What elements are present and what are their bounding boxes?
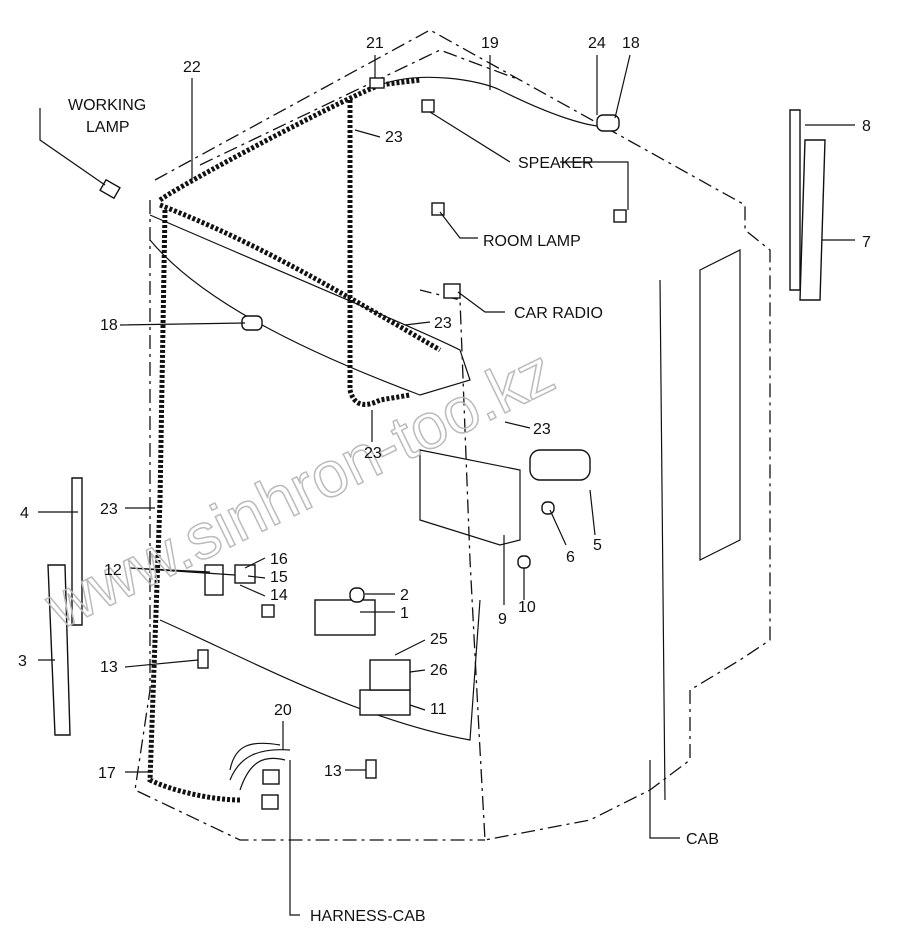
label-harness-cab: HARNESS-CAB — [310, 908, 426, 925]
cab-outline — [134, 29, 771, 841]
label-car-radio: CAR RADIO — [514, 305, 603, 322]
labels: WORKING LAMP 21 19 24 18 22 23 SPEAKER 8… — [18, 35, 871, 925]
label-13: 13 — [100, 659, 118, 676]
label-16: 16 — [270, 551, 288, 568]
label-7: 7 — [862, 234, 871, 251]
harness — [147, 76, 611, 803]
label-lamp: LAMP — [86, 119, 130, 136]
label-17: 17 — [98, 765, 116, 782]
label-18: 18 — [100, 317, 118, 334]
label-18: 18 — [622, 35, 640, 52]
label-6: 6 — [566, 549, 575, 566]
label-14: 14 — [270, 587, 288, 604]
label-speaker: SPEAKER — [518, 155, 594, 172]
label-5: 5 — [593, 537, 602, 554]
label-20: 20 — [274, 702, 292, 719]
label-13: 13 — [324, 763, 342, 780]
label-10: 10 — [518, 599, 536, 616]
label-23: 23 — [385, 129, 403, 146]
label-2: 2 — [400, 587, 409, 604]
label-1: 1 — [400, 605, 409, 622]
label-19: 19 — [481, 35, 499, 52]
label-24: 24 — [588, 35, 606, 52]
label-26: 26 — [430, 662, 448, 679]
label-23: 23 — [100, 501, 118, 518]
leader-lines — [38, 54, 855, 916]
label-23: 23 — [533, 421, 551, 438]
label-room-lamp: ROOM LAMP — [483, 233, 581, 250]
label-3: 3 — [18, 653, 27, 670]
label-21: 21 — [366, 35, 384, 52]
parts — [47, 77, 826, 810]
watermark: www.sinhron-too.kz — [34, 335, 565, 643]
label-23: 23 — [364, 445, 382, 462]
label-8: 8 — [862, 118, 871, 135]
label-15: 15 — [270, 569, 288, 586]
label-4: 4 — [20, 505, 29, 522]
label-25: 25 — [430, 631, 448, 648]
label-23: 23 — [434, 315, 452, 332]
label-working: WORKING — [68, 97, 146, 114]
label-22: 22 — [183, 59, 201, 76]
label-cab: CAB — [686, 831, 719, 848]
label-9: 9 — [498, 611, 507, 628]
label-12: 12 — [104, 562, 122, 579]
label-11: 11 — [430, 701, 447, 718]
